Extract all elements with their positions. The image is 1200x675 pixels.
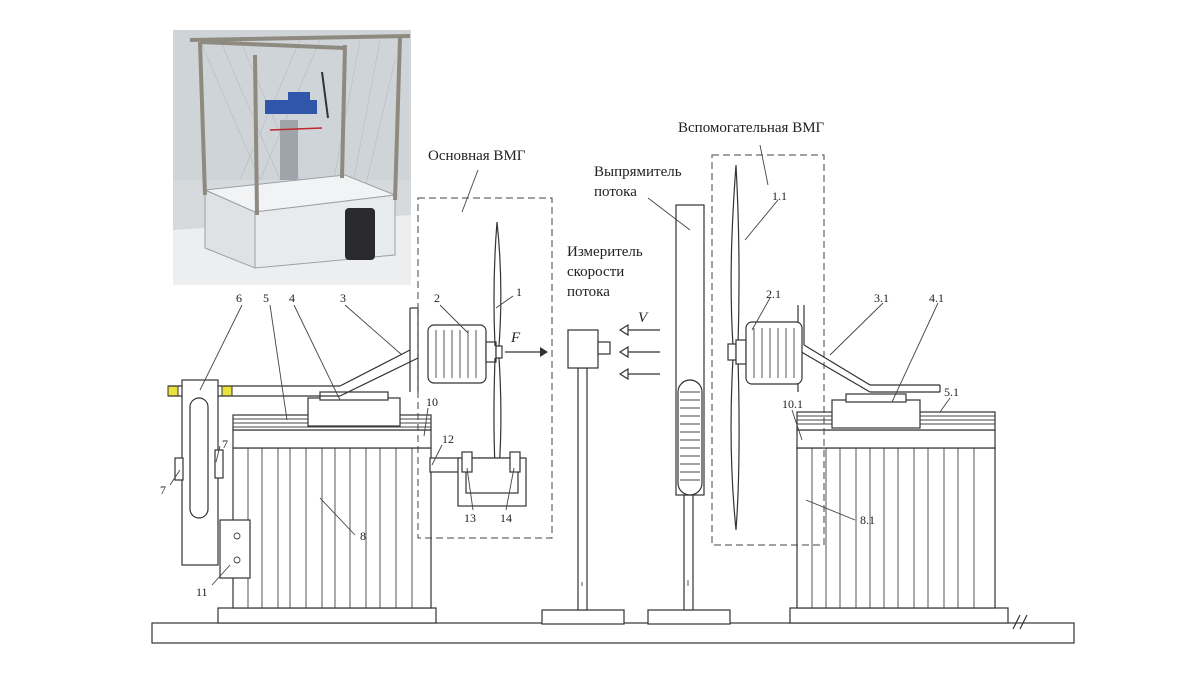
- part-13: 13: [464, 511, 476, 525]
- part-4: 4: [289, 291, 295, 305]
- main-generator-label: Основная ВМГ: [428, 148, 526, 164]
- aux-generator: [727, 164, 803, 531]
- part-7-lower: 7: [160, 483, 166, 497]
- part-5: 5: [263, 291, 269, 305]
- right-stand: [789, 305, 1009, 624]
- part-1: 1: [516, 285, 522, 299]
- force-label: F: [510, 330, 521, 346]
- part-1-1: 1.1: [772, 189, 787, 203]
- flow-meter-label-3: потока: [567, 284, 610, 300]
- part-10-1: 10.1: [782, 397, 803, 411]
- part-4-1: 4.1: [929, 291, 944, 305]
- test-bench-photo: [173, 30, 411, 285]
- part-8-1: 8.1: [860, 513, 875, 527]
- part-7-upper: 7: [222, 437, 228, 451]
- velocity-label: V: [638, 310, 649, 326]
- part-8: 8: [360, 529, 366, 543]
- labels: Основная ВМГ Вспомогательная ВМГ Выпрями…: [160, 120, 959, 599]
- flow-straightener-label-2: потока: [594, 184, 637, 200]
- part-2-1: 2.1: [766, 287, 781, 301]
- left-stand: [167, 307, 437, 624]
- flow-meter: [541, 323, 660, 625]
- part-3: 3: [340, 291, 346, 305]
- flow-meter-label-1: Измеритель: [567, 244, 643, 260]
- part-6: 6: [236, 291, 242, 305]
- flow-straightener-label-1: Выпрямитель: [594, 164, 682, 180]
- leader-lines: [169, 144, 951, 586]
- part-2: 2: [434, 291, 440, 305]
- part-14: 14: [500, 511, 512, 525]
- part-11: 11: [196, 585, 208, 599]
- part-3-1: 3.1: [874, 291, 889, 305]
- base-plate: [151, 622, 1075, 644]
- aux-generator-label: Вспомогательная ВМГ: [678, 120, 825, 136]
- flow-meter-label-2: скорости: [567, 264, 624, 280]
- flow-straightener: [647, 204, 731, 625]
- main-generator-box: [417, 197, 553, 539]
- main-generator: [427, 221, 548, 507]
- part-10: 10: [426, 395, 438, 409]
- part-5-1: 5.1: [944, 385, 959, 399]
- part-12: 12: [442, 432, 454, 446]
- aux-generator-box: [711, 154, 825, 546]
